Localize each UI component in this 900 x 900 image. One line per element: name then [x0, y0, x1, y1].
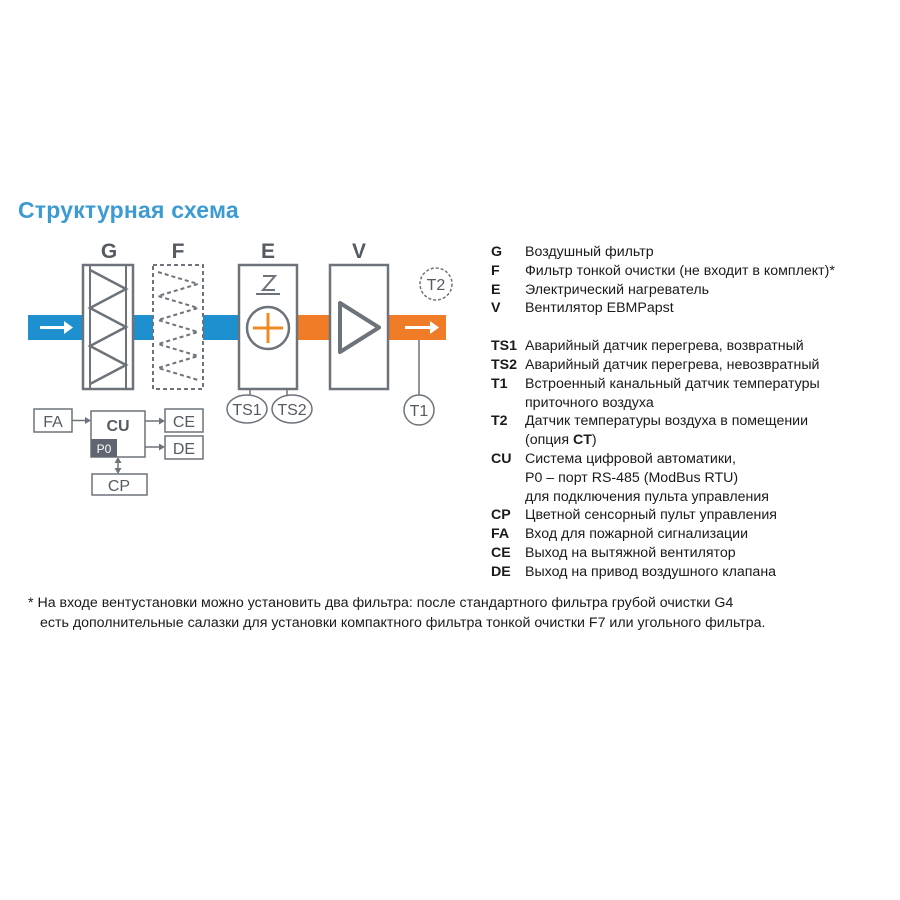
cp-box-label: CP	[108, 478, 130, 495]
cold-air-duct-mid1	[133, 315, 153, 340]
legend-row-t2: T2 Датчик температуры воздуха в помещени…	[491, 412, 896, 450]
legend-code: T1	[491, 375, 508, 392]
legend-code: CP	[491, 507, 511, 524]
legend-row-cu: CU Система цифровой автоматики, P0 – пор…	[491, 450, 896, 506]
legend-desc: Аварийный датчик перегрева, возвратный	[525, 338, 804, 355]
legend-code: TS1	[491, 338, 518, 355]
legend-row-de: DE Выход на привод воздушного клапана	[491, 563, 896, 582]
sensor-t2: T2	[419, 267, 453, 301]
legend-row-v: V Вентилятор EBMPapst	[491, 299, 896, 318]
fan-v	[328, 263, 390, 391]
fa-box-label: FA	[43, 414, 63, 431]
legend-row-ts2: TS2 Аварийный датчик перегрева, невозвра…	[491, 356, 896, 375]
section-label-g: G	[101, 240, 117, 263]
legend-desc: Встроенный канальный датчик температуры …	[525, 375, 820, 411]
sensor-t2-label: T2	[427, 277, 446, 294]
legend-row-ts1: TS1 Аварийный датчик перегрева, возвратн…	[491, 337, 896, 356]
legend-desc: Электрический нагреватель	[525, 281, 710, 298]
sensor-t1-label: T1	[410, 403, 429, 420]
legend-desc: Аварийный датчик перегрева, невозвратный	[525, 356, 820, 373]
legend-desc: Вход для пожарной сигнализации	[525, 526, 748, 543]
legend-desc: Выход на привод воздушного клапана	[525, 563, 777, 580]
legend-code: F	[491, 262, 500, 279]
control-block: FA CU P0 CE DE CP	[33, 408, 204, 496]
page-title: Структурная схема	[18, 197, 239, 223]
legend-desc: Вентилятор EBMPapst	[525, 300, 674, 317]
legend-row-g: G Воздушный фильтр	[491, 243, 896, 262]
fine-filter-f	[152, 264, 204, 390]
legend-desc: Выход на вытяжной вентилятор	[525, 544, 736, 561]
sensor-t1: T1	[403, 394, 435, 426]
coarse-filter-g	[81, 263, 135, 391]
legend-code: CE	[491, 544, 511, 561]
warm-air-duct-mid	[297, 315, 330, 340]
cold-air-duct-mid2	[203, 315, 239, 340]
outlet-arrow-icon	[405, 321, 439, 334]
legend-code: DE	[491, 563, 511, 580]
section-label-e: E	[261, 240, 275, 263]
ce-box-label: CE	[173, 414, 195, 431]
footnote-line-1: * На входе вентустановки можно установит…	[28, 595, 734, 611]
legend-group-components: G Воздушный фильтр F Фильтр тонкой очист…	[491, 243, 896, 318]
legend-code: G	[491, 244, 503, 260]
legend-row-t1: T1 Встроенный канальный датчик температу…	[491, 375, 896, 413]
legend-code: CU	[491, 450, 512, 467]
section-label-v: V	[352, 240, 366, 263]
legend-code: TS2	[491, 356, 518, 373]
p0-port-label: P0	[97, 442, 112, 456]
legend-code: E	[491, 281, 501, 298]
legend-desc-part: Датчик температуры воздуха в помещении (…	[525, 413, 809, 449]
legend-row-e: E Электрический нагреватель	[491, 281, 896, 300]
legend-code: FA	[491, 526, 510, 543]
footnote: * На входе вентустановки можно установит…	[28, 594, 888, 633]
cu-box-label: CU	[106, 418, 129, 435]
legend-desc: Воздушный фильтр	[525, 244, 654, 260]
footnote-line-2: есть дополнительные салазки для установк…	[40, 614, 766, 631]
legend-group-sensors-control: TS1 Аварийный датчик перегрева, возвратн…	[491, 337, 896, 581]
sensor-ts1: TS1	[226, 394, 268, 424]
inlet-arrow-icon	[40, 321, 73, 334]
legend-code: V	[491, 300, 501, 317]
de-box-label: DE	[173, 441, 195, 458]
legend-row-ce: CE Выход на вытяжной вентилятор	[491, 544, 896, 563]
legend-row-f: F Фильтр тонкой очистки (не входит в ком…	[491, 262, 896, 281]
legend-desc: Датчик температуры воздуха в помещении (…	[525, 412, 896, 450]
legend-code: T2	[491, 413, 508, 430]
legend-row-cp: CP Цветной сенсорный пульт управления	[491, 506, 896, 525]
legend-desc-part: )	[591, 432, 597, 449]
legend-desc: Система цифровой автоматики, P0 – порт R…	[525, 450, 769, 505]
section-label-f: F	[172, 240, 185, 263]
legend-desc: Цветной сенсорный пульт управления	[525, 507, 777, 524]
legend: G Воздушный фильтр F Фильтр тонкой очист…	[491, 243, 896, 582]
legend-desc-option: CT	[572, 432, 592, 449]
sensor-ts2-label: TS2	[277, 402, 306, 419]
electric-heater-e	[237, 263, 299, 391]
legend-row-fa: FA Вход для пожарной сигнализации	[491, 525, 896, 544]
sensor-ts2: TS2	[271, 394, 313, 424]
sensor-ts1-label: TS1	[232, 402, 261, 419]
legend-desc: Фильтр тонкой очистки (не входит в компл…	[525, 262, 835, 279]
